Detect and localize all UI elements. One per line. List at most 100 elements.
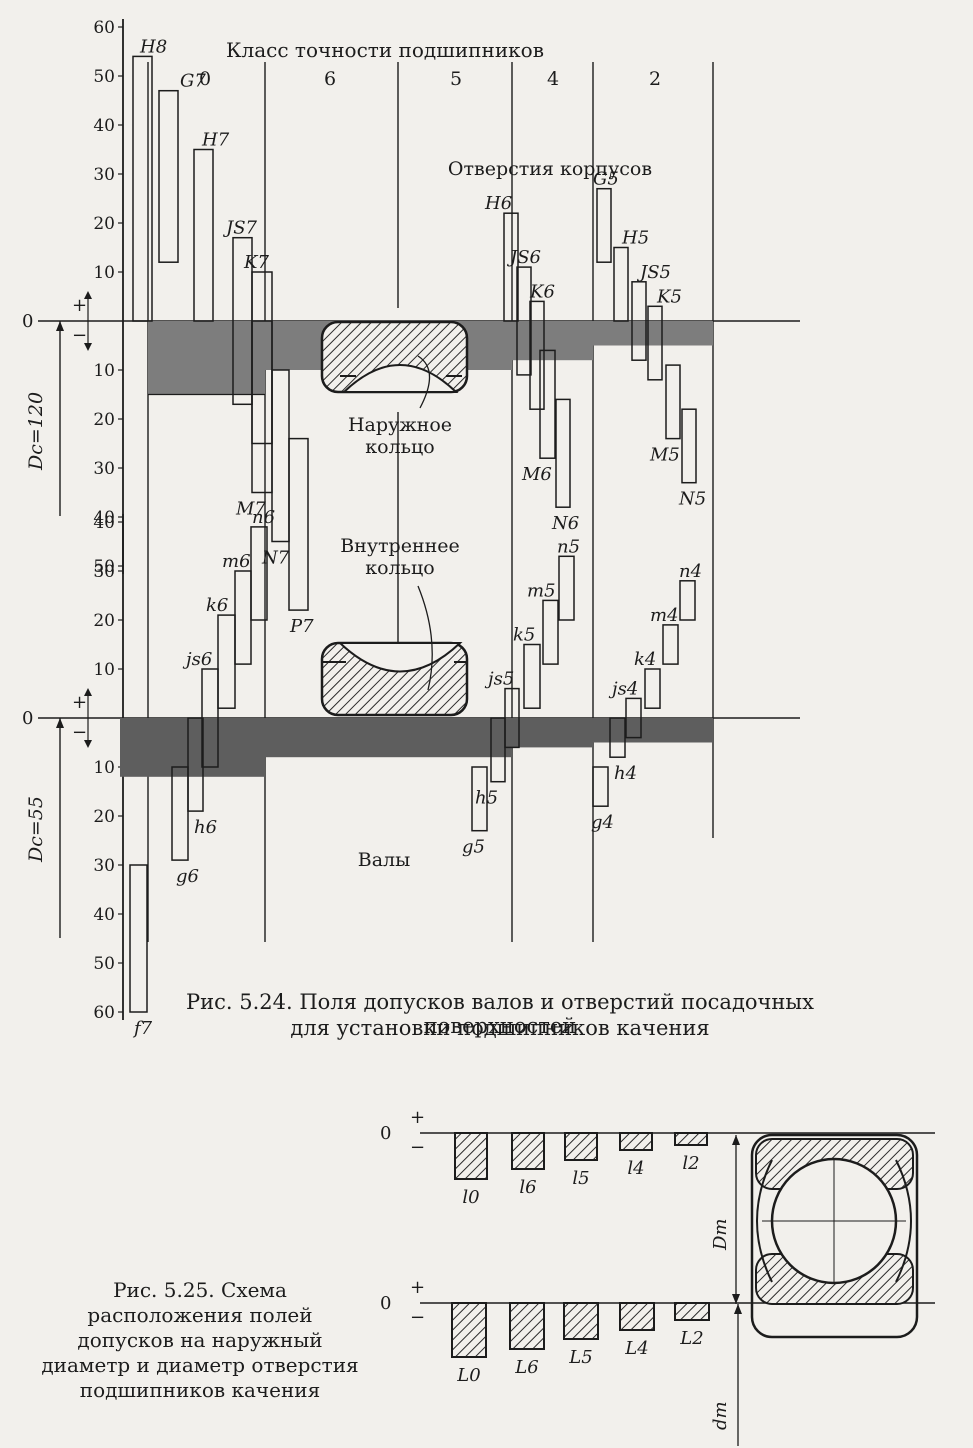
arrow-head (732, 1294, 740, 1304)
shaft-tolerance-field-m6 (234, 570, 252, 665)
housing-field-label: M7 (235, 499, 266, 520)
fig525-zero-label: 0 (380, 1123, 391, 1144)
shaft-field-label: m4 (650, 605, 679, 626)
shaft-axis-tick: 40 (93, 513, 115, 533)
housing-field-label: G5 (593, 169, 619, 190)
housing-tolerance-field-p7 (288, 437, 309, 611)
outer-diameter-field-l5 (564, 1132, 598, 1161)
fig525-zero-label: 0 (380, 1293, 391, 1314)
shaft-tolerance-field-k6 (217, 614, 236, 709)
outer-diameter-field-l4 (619, 1132, 653, 1151)
outer-diameter-field-l2 (674, 1132, 708, 1146)
housing-axis-tick: 10 (93, 361, 115, 381)
outer-field-label: l0 (462, 1187, 479, 1208)
shaft-tolerance-field-f7 (129, 864, 148, 1013)
housing-axis-tick: 60 (93, 18, 115, 38)
housing-field-label: JS5 (636, 262, 671, 283)
shaft-field-label: m6 (222, 551, 251, 572)
shaft-field-label: g5 (462, 837, 485, 858)
housing-axis-tick: 40 (93, 508, 115, 528)
outer-ring-tolerance-band (512, 321, 593, 361)
shaft-tolerance-field-g5 (471, 766, 488, 832)
shaft-field-label: n4 (679, 561, 702, 582)
inner-field-label: L5 (568, 1347, 592, 1368)
shaft-field-label: js6 (182, 649, 212, 670)
outer-diameter-field-l6 (511, 1132, 545, 1170)
shaft-tolerance-field-n5 (558, 555, 575, 621)
outer-ring-label: кольцо (365, 436, 434, 458)
housing-axis-tick: 10 (93, 263, 115, 283)
housing-zero-label: 0 (22, 311, 33, 332)
housing-tolerance-field-n6 (555, 398, 571, 508)
shaft-tolerance-field-n4 (679, 580, 696, 621)
plus-sign: + (410, 1107, 425, 1128)
inner-ring-tolerance-band (120, 718, 265, 777)
shaft-tolerance-field-h6 (187, 717, 204, 812)
arrow-head (732, 1135, 740, 1145)
figure-5-25-caption: Рис. 5.25. Схема расположения полей допу… (40, 1278, 360, 1403)
figure-5-25-caption-line: расположения полей (87, 1303, 313, 1327)
inner-ring-drawing (320, 641, 469, 717)
housing-axis-tick: 40 (93, 116, 115, 136)
accuracy-class-label: 0 (199, 68, 211, 90)
housing-field-label: K6 (529, 281, 555, 302)
minus-sign: − (72, 722, 87, 743)
inner-ring-label: кольцо (365, 557, 434, 579)
housing-field-label: K5 (656, 286, 682, 307)
housing-field-label: N7 (261, 548, 290, 569)
outer-ring-label: Наружное (348, 414, 452, 436)
shaft-field-label: h4 (614, 763, 637, 784)
outer-dimension-label: Dm (710, 1219, 731, 1252)
housing-axis-tick: 30 (93, 165, 115, 185)
bearing-outline (750, 1133, 919, 1339)
housing-axis-tick: 20 (93, 410, 115, 430)
shaft-field-label: k5 (513, 625, 535, 646)
shaft-field-label: g6 (176, 866, 199, 887)
leader-line (417, 585, 433, 691)
inner-ring-tolerance-band (593, 718, 713, 743)
shaft-field-label: h6 (194, 817, 217, 838)
shaft-tolerance-field-k4 (644, 668, 661, 709)
plus-sign: + (72, 295, 87, 316)
outer-field-label: l6 (519, 1177, 536, 1198)
shaft-axis-tick: 50 (93, 954, 115, 974)
inner-field-label: L2 (679, 1328, 703, 1349)
shaft-tolerance-field-m4 (662, 624, 679, 665)
inner-ring-tolerance-band (265, 718, 512, 758)
figure-5-25-caption-line: допусков на наружный (77, 1328, 323, 1352)
bore-diameter-field-L4 (619, 1302, 655, 1331)
housing-field-label: H5 (621, 228, 649, 249)
shaft-axis-tick: 30 (93, 562, 115, 582)
arrow-head (56, 718, 64, 728)
inner-field-label: L6 (514, 1357, 538, 1378)
housing-field-label: H6 (484, 193, 512, 214)
arrow-head (84, 291, 92, 299)
figure-5-24-caption-line-1: Рис. 5.24. Поля допусков валов и отверст… (186, 990, 814, 1038)
shaft-axis-tick: 10 (93, 660, 115, 680)
inner-ring-label: Внутреннее (340, 535, 460, 557)
inner-field-label: L0 (456, 1365, 480, 1386)
shaft-field-label: js4 (608, 678, 638, 699)
minus-sign: − (410, 1307, 425, 1328)
shaft-axis-tick: 30 (93, 856, 115, 876)
housing-field-label: K7 (243, 252, 269, 273)
housing-field-label: H8 (139, 36, 167, 57)
housing-field-label: H7 (201, 130, 230, 151)
outer-field-label: l2 (682, 1153, 699, 1174)
shaft-tolerance-field-g4 (592, 766, 609, 807)
housing-tolerance-field-g7 (158, 89, 179, 263)
housing-tolerance-field-m6 (539, 349, 556, 459)
housing-field-label: N6 (551, 513, 579, 534)
housing-field-label: M6 (521, 464, 552, 485)
housing-tolerance-field-k6 (529, 300, 545, 410)
accuracy-class-label: 2 (649, 68, 661, 90)
housing-tolerance-field-n5 (681, 408, 697, 484)
shaft-axis-tick: 10 (93, 758, 115, 778)
arrow-head (56, 321, 64, 331)
outer-ring-tolerance-band (593, 321, 713, 346)
arrow-head (84, 343, 92, 351)
ball-cutout (337, 642, 463, 673)
accuracy-class-label: 6 (324, 68, 336, 90)
